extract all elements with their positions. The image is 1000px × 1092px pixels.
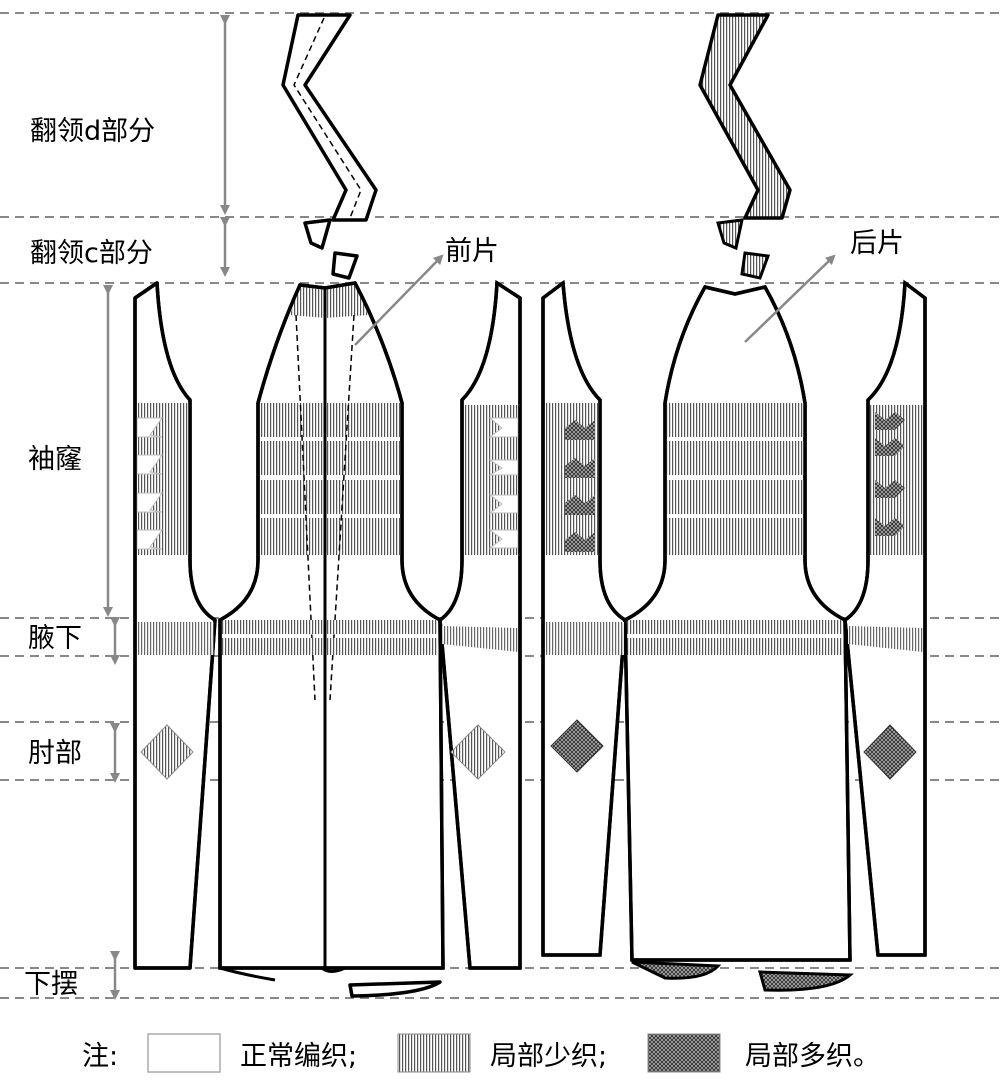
front-neck-less-knit-area	[290, 285, 368, 318]
front-collar-fold-line	[293, 17, 362, 219]
legend-swatch-less-knit	[397, 1033, 471, 1073]
front-pattern: 前片	[133, 13, 522, 998]
front-elbow-less-knit-diamond	[140, 724, 194, 780]
label-armhole: 袖窿	[28, 444, 82, 475]
label-hem: 下摆	[24, 969, 78, 1000]
back-pattern: 后片	[541, 13, 927, 992]
front-hem-piece	[348, 980, 442, 998]
back-pointer-arrow	[744, 254, 836, 343]
label-front: 前片	[445, 236, 499, 267]
legend-label-more-knit: 局部多织。	[745, 1041, 880, 1072]
legend: 注: 正常编织; 局部少织; 局部多织。	[82, 1033, 880, 1073]
back-sleeve-underarm-band	[545, 622, 624, 655]
back-underarm-less-knit-band	[627, 620, 843, 634]
front-underarm-less-knit-band	[222, 638, 438, 655]
legend-note: 注:	[82, 1041, 118, 1072]
back-collar-c-piece	[716, 218, 744, 251]
back-collar-d-piece	[698, 13, 792, 220]
label-back: 后片	[850, 228, 904, 259]
front-armhole-less-knit-band	[260, 480, 401, 514]
label-collar-d: 翻领d部分	[30, 116, 155, 147]
back-collar-c-piece	[740, 251, 771, 280]
front-dart-line	[329, 314, 355, 701]
front-right-sleeve	[438, 281, 522, 970]
label-elbow: 肘部	[28, 738, 82, 769]
sleeve-more-knit-mark	[565, 420, 595, 440]
back-armhole-less-knit-band	[667, 480, 804, 514]
front-sleeve-underarm-band	[137, 622, 214, 655]
back-hem-more-knit-piece	[758, 970, 854, 992]
label-collar-c: 翻领c部分	[30, 238, 153, 269]
front-pointer-arrow	[354, 254, 444, 346]
front-armhole-less-knit-band	[260, 403, 401, 437]
label-underarm: 腋下	[28, 623, 82, 654]
front-dart-line	[295, 314, 316, 701]
legend-swatch-more-knit	[647, 1033, 721, 1073]
legend-swatch-normal	[147, 1033, 221, 1073]
legend-label-less-knit: 局部少织;	[490, 1041, 607, 1072]
dimension-arrows	[103, 15, 230, 1000]
back-armhole-less-knit-band	[667, 441, 804, 475]
front-collar-c-piece	[331, 251, 359, 280]
back-elbow-more-knit-diamond	[863, 724, 917, 780]
front-elbow-less-knit-diamond	[450, 724, 506, 780]
back-sleeve-underarm-band	[848, 626, 923, 652]
front-collar-d-piece	[281, 13, 378, 222]
back-right-sleeve	[843, 281, 927, 957]
back-hem-more-knit-piece	[631, 960, 722, 980]
back-left-sleeve	[541, 281, 627, 957]
back-armhole-less-knit-band	[667, 403, 804, 437]
back-elbow-more-knit-diamond	[550, 719, 604, 773]
front-armhole-less-knit-band	[260, 518, 401, 555]
front-underarm-less-knit-band	[222, 620, 438, 634]
front-collar-c-piece	[303, 218, 332, 250]
front-armhole-less-knit-band	[260, 441, 401, 475]
front-sleeve-underarm-band	[442, 626, 518, 652]
back-armhole-less-knit-band	[667, 518, 804, 555]
legend-label-normal: 正常编织;	[240, 1041, 357, 1072]
back-underarm-less-knit-band	[627, 638, 843, 655]
